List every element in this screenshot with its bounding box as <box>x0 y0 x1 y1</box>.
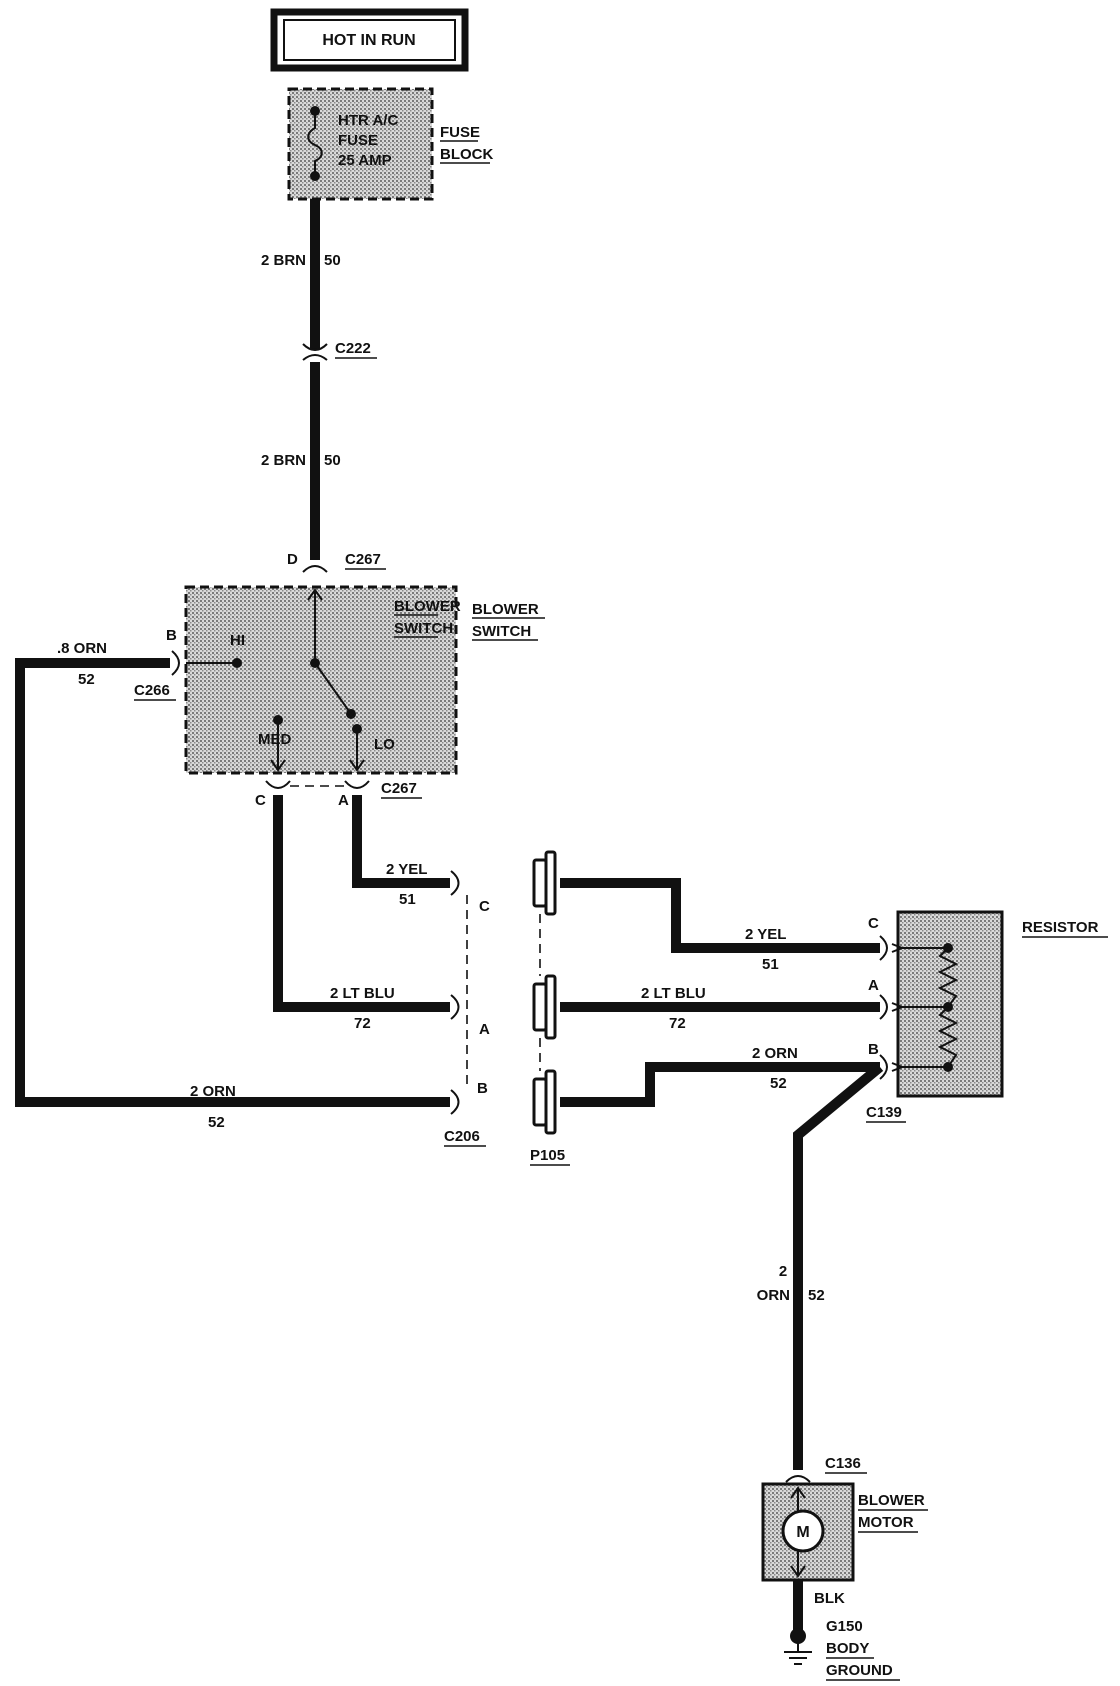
wire-brn-2-circuit: 50 <box>324 452 341 469</box>
blower-switch-connector-bottom: C267 <box>381 780 417 797</box>
resistor-connector: C139 <box>866 1104 902 1121</box>
blower-motor-label-2: MOTOR <box>858 1514 914 1531</box>
fuse-line-2: FUSE <box>338 132 378 149</box>
blower-switch-inner-2: SWITCH <box>394 620 453 637</box>
connector-c206: C A B C206 <box>444 870 490 1147</box>
wire-orn-motor-circuit: 52 <box>808 1287 825 1304</box>
wire-orn-08-circuit: 52 <box>78 671 95 688</box>
fuse-block-label-1: FUSE <box>440 124 480 141</box>
p105-name: P105 <box>530 1147 565 1164</box>
blower-switch-pin-d: D <box>287 551 298 568</box>
hot-in-run-box: HOT IN RUN <box>270 8 469 72</box>
wire-orn-motor-gauge: 2 <box>779 1263 787 1280</box>
blower-motor: C136 M BLOWER MOTOR <box>761 1455 928 1582</box>
wire-yel-2-circuit: 51 <box>762 956 779 973</box>
blower-switch-pin-a: A <box>338 792 349 809</box>
resistor-pin-c: C <box>868 915 879 932</box>
wire-ltblu-2-circuit: 72 <box>669 1015 686 1032</box>
c206-pin-b: B <box>477 1080 488 1097</box>
resistor-label: RESISTOR <box>1022 919 1099 936</box>
p105-grommet-1 <box>532 850 557 916</box>
wire-brn-50: 2 BRN 50 C222 2 BRN 50 <box>261 199 377 573</box>
ground-label-1: G150 <box>826 1618 863 1635</box>
blower-switch-hi: HI <box>230 632 245 649</box>
blower-switch-lo: LO <box>374 736 395 753</box>
fuse-line-3: 25 AMP <box>338 152 392 169</box>
wire-brn-1-circuit: 50 <box>324 252 341 269</box>
wire-yel-2-color: 2 YEL <box>745 926 786 943</box>
wire-yel-1-circuit: 51 <box>399 891 416 908</box>
c206-pin-a: A <box>479 1021 490 1038</box>
ground-symbol-icon <box>784 1651 812 1665</box>
blower-switch-pin-c: C <box>255 792 266 809</box>
fuse-line-1: HTR A/C <box>338 112 398 129</box>
blower-switch: D C267 BLOWER SWITCH BLOWER SWITCH HI ME… <box>134 551 545 809</box>
wire-orn-2a-color: 2 ORN <box>190 1083 236 1100</box>
wire-ltblu-1-color: 2 LT BLU <box>330 985 395 1002</box>
hot-in-run-label: HOT IN RUN <box>322 32 415 49</box>
blower-switch-med: MED <box>258 731 292 748</box>
blower-motor-label-1: BLOWER <box>858 1492 925 1509</box>
wire-orn-2b-circuit: 52 <box>770 1075 787 1092</box>
wire-yel-1-color: 2 YEL <box>386 861 427 878</box>
wire-ltblu-2-color: 2 LT BLU <box>641 985 706 1002</box>
wire-orn-08-color: .8 ORN <box>57 640 107 657</box>
c206-pin-c: C <box>479 898 490 915</box>
p105-grommet-2 <box>532 974 557 1040</box>
wire-ltblu-72: 2 LT BLU 72 2 LT BLU 72 <box>273 795 880 1032</box>
blower-switch-label-1: BLOWER <box>472 601 539 618</box>
blower-motor-symbol: M <box>796 1524 809 1541</box>
wire-yel-51: 2 YEL 51 2 YEL 51 <box>352 795 880 973</box>
resistor-pin-a: A <box>868 977 879 994</box>
p105-grommet-3 <box>532 1069 557 1135</box>
blower-switch-connector-top: C267 <box>345 551 381 568</box>
ground-label-3: GROUND <box>826 1662 893 1679</box>
resistor-pin-b: B <box>868 1041 879 1058</box>
wire-orn-52-left: .8 ORN 52 2 ORN 52 <box>15 640 450 1131</box>
wire-orn-motor-color: ORN <box>757 1287 790 1304</box>
motor-symbol-icon <box>781 1509 825 1553</box>
wire-brn-2-color: 2 BRN <box>261 452 306 469</box>
c206-name: C206 <box>444 1128 480 1145</box>
resistor: RESISTOR C A B C139 <box>866 910 1108 1123</box>
blower-switch-pin-b: B <box>166 627 177 644</box>
wire-orn-52-right: 2 ORN 52 <box>560 1045 880 1107</box>
blower-switch-inner-1: BLOWER <box>394 598 461 615</box>
blower-motor-connector: C136 <box>825 1455 861 1472</box>
wire-orn-2b-color: 2 ORN <box>752 1045 798 1062</box>
connector-c222: C222 <box>335 340 371 357</box>
wire-orn-2a-circuit: 52 <box>208 1114 225 1131</box>
fuse-block-label-2: BLOCK <box>440 146 493 163</box>
ground-g150: BLK G150 BODY GROUND <box>784 1580 900 1681</box>
wire-brn-1-color: 2 BRN <box>261 252 306 269</box>
blower-switch-connector-left: C266 <box>134 682 170 699</box>
fuse-block: HTR A/C FUSE 25 AMP FUSE BLOCK <box>287 87 493 201</box>
wire-ltblu-1-circuit: 72 <box>354 1015 371 1032</box>
ground-wire-blk: BLK <box>814 1590 845 1607</box>
ground-label-2: BODY <box>826 1640 869 1657</box>
connector-p105: P105 <box>530 850 570 1166</box>
wire-orn-52-motor: 2 ORN 52 <box>757 1063 884 1470</box>
blower-switch-label-2: SWITCH <box>472 623 531 640</box>
